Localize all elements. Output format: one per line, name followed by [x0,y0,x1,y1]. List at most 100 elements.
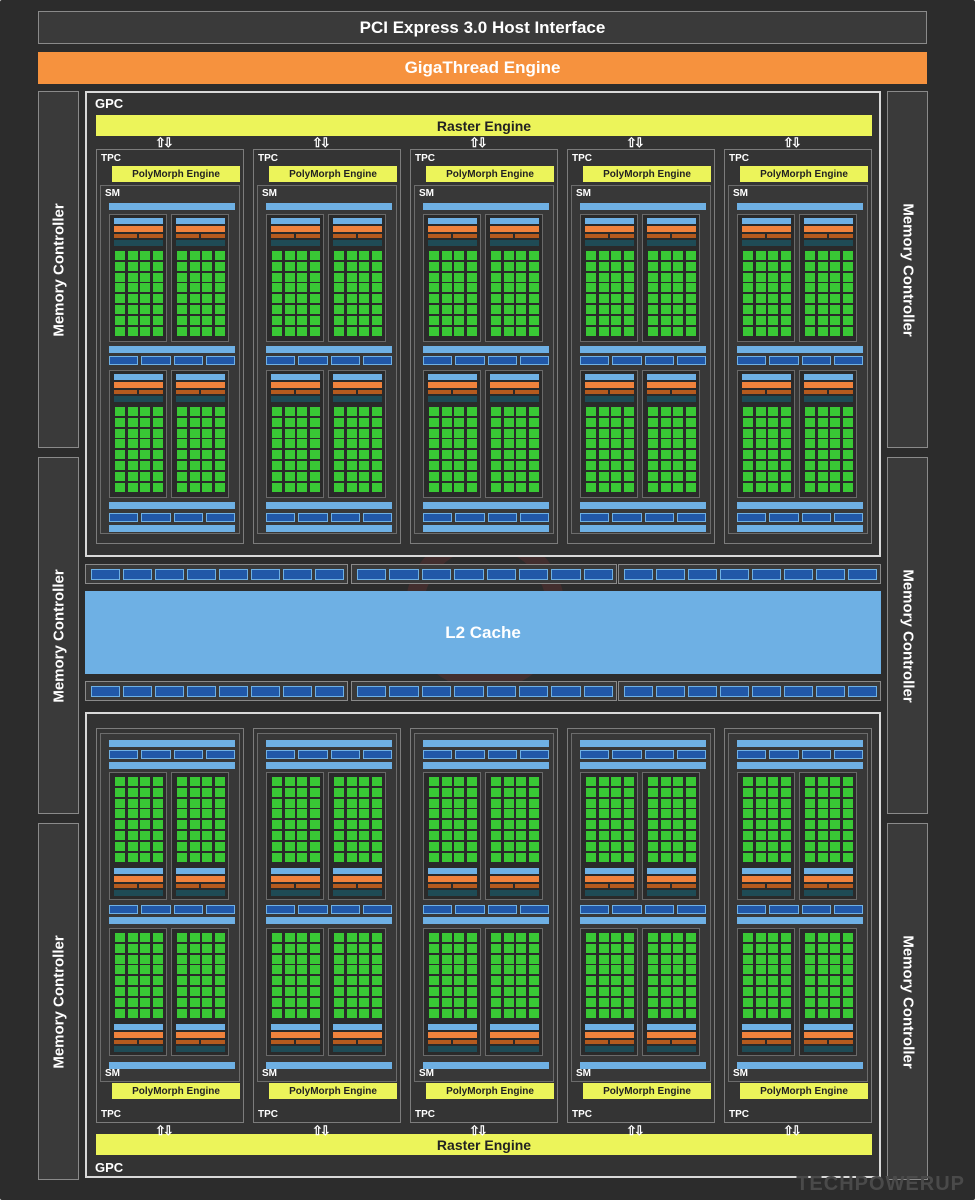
cuda-core [528,326,539,336]
l1-cache [580,525,706,532]
cuda-core [346,933,357,942]
instruction-buffer [428,868,477,874]
cuda-core [768,251,778,260]
cuda-core [623,461,634,470]
texture-cache [109,762,235,769]
cuda-core [768,987,778,996]
cuda-core [503,482,514,492]
cuda-core [768,294,778,304]
cuda-core [334,461,344,470]
cuda-core [284,852,295,862]
cuda-core [685,798,696,808]
cuda-core [611,471,621,481]
cuda-core [673,841,683,851]
cuda-core [780,841,791,851]
cuda-core [177,841,187,851]
cuda-core-grid [334,777,384,863]
cuda-core [441,407,452,416]
cuda-core [528,954,539,964]
register-file [742,890,791,896]
cuda-core [189,841,200,851]
cuda-core [189,954,200,964]
cuda-core [660,272,671,282]
cuda-core [755,943,766,953]
shared-memory [580,346,706,353]
cuda-core [780,461,791,470]
cuda-core [334,820,344,830]
cuda-core [623,439,634,449]
cuda-core-grid [586,777,636,863]
warp-scheduler [333,876,382,882]
dispatch-unit [804,884,827,888]
cuda-core [491,831,501,840]
cuda-core [743,461,753,470]
connection-arrows-icon: ⇧⇩ [469,1123,488,1138]
cuda-core [743,943,753,953]
warp-scheduler [271,876,320,882]
cuda-core [429,976,439,986]
cuda-core [297,461,307,470]
ld-st-unit [801,750,831,759]
cuda-core [817,471,828,481]
dispatch-unit [490,234,513,238]
cuda-core [371,798,382,808]
cuda-core [743,820,753,830]
cuda-core [284,933,295,942]
cuda-core [673,428,683,438]
cuda-core [491,439,501,449]
cuda-core [528,777,539,786]
instruction-buffer [333,218,382,224]
cuda-core [371,439,382,449]
cuda-core [272,777,282,786]
crossbar-unit [784,686,813,697]
cuda-core [371,820,382,830]
register-file [647,396,696,402]
cuda-core [528,450,539,460]
crossbar-unit [251,569,280,580]
processing-block [642,370,700,498]
cuda-core [189,976,200,986]
cuda-core-grid [586,251,636,337]
dispatch-unit [742,1040,765,1044]
dispatch-unit [114,234,137,238]
cuda-core [127,261,138,271]
cuda-core [491,272,501,282]
cuda-core [830,283,840,293]
register-file [428,890,477,896]
raster-engine-label: Raster Engine [436,117,532,134]
cuda-core [648,482,658,492]
cuda-core-grid [491,777,541,863]
dispatch-unit [114,390,137,394]
pcie-host-interface-label: PCI Express 3.0 Host Interface [359,17,606,37]
cuda-core [503,852,514,862]
cuda-core [371,809,382,819]
cuda-core [309,251,320,260]
cuda-core [189,1008,200,1018]
cuda-core [805,820,815,830]
cuda-core [466,976,477,986]
cuda-core [441,787,452,797]
cuda-core [127,943,138,953]
streaming-multiprocessor: SM [728,185,868,534]
cuda-core [371,987,382,996]
cuda-core [309,954,320,964]
cuda-core [743,787,753,797]
cuda-core [127,809,138,819]
polymorph-engine-label: PolyMorph Engine [760,1085,848,1097]
ld-st-unit [141,750,171,759]
cuda-core [611,987,621,996]
cuda-core [768,933,778,942]
sm-label: SM [733,188,748,199]
cuda-core [466,326,477,336]
cuda-core [140,482,150,492]
cuda-core [284,820,295,830]
cuda-core [755,417,766,427]
cuda-core-grid [648,407,698,493]
cuda-core [648,439,658,449]
cuda-core [586,461,596,470]
ld-st-unit [769,356,799,365]
ld-st-unit [612,750,642,759]
cuda-core [528,294,539,304]
warp-scheduler [490,382,539,388]
crossbar-unit [784,569,813,580]
